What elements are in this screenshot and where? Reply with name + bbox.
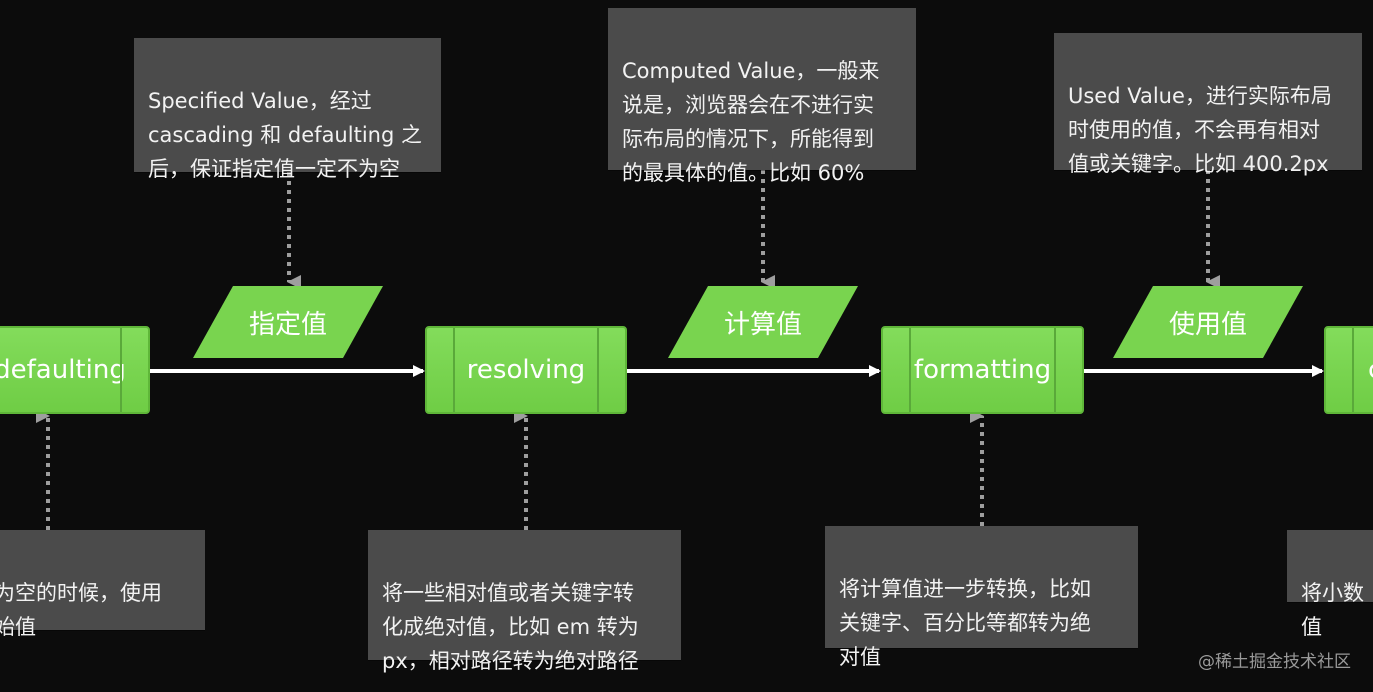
process-bar xyxy=(453,328,455,412)
process-next-partial-label: c xyxy=(1368,355,1373,385)
note-resolving: 将一些相对值或者关键字转 化成绝对值，比如 em 转为 px，相对路径转为绝对路… xyxy=(368,530,681,673)
process-defaulting: defaulting xyxy=(0,326,150,414)
process-bar xyxy=(1054,328,1056,412)
process-bar xyxy=(597,328,599,412)
process-bar xyxy=(1352,328,1354,412)
process-bar xyxy=(909,328,911,412)
process-formatting: formatting xyxy=(881,326,1084,414)
note-specified-text: Specified Value，经过 cascading 和 defaultin… xyxy=(148,89,422,181)
value-specified-label: 指定值 xyxy=(248,309,327,340)
process-bar xyxy=(120,328,122,412)
process-resolving: resolving xyxy=(425,326,627,414)
parallelogram-shape xyxy=(193,286,383,358)
value-computed: 计算值 xyxy=(668,286,858,358)
parallelogram-shape xyxy=(1113,286,1303,358)
note-used-value: Used Value，进行实际布局 时使用的值，不会再有相对 值或关键字。比如 … xyxy=(1054,33,1362,176)
note-next-partial-text: 将小数值 xyxy=(1301,581,1364,639)
process-next-partial: c xyxy=(1324,326,1373,414)
value-computed-label: 计算值 xyxy=(723,309,802,340)
note-defaulting: 为空的时候，使用 始值 xyxy=(0,530,205,639)
note-computed-text: Computed Value，一般来 说是，浏览器会在不进行实 际布局的情况下，… xyxy=(622,59,880,185)
value-used-label: 使用值 xyxy=(1168,309,1247,340)
note-resolving-text: 将一些相对值或者关键字转 化成绝对值，比如 em 转为 px，相对路径转为绝对路… xyxy=(382,581,639,673)
note-defaulting-text: 为空的时候，使用 始值 xyxy=(0,581,162,639)
note-computed-value: Computed Value，一般来 说是，浏览器会在不进行实 际布局的情况下，… xyxy=(608,8,916,185)
note-formatting-text: 将计算值进一步转换，比如 关键字、百分比等都转为绝 对值 xyxy=(839,577,1091,669)
process-defaulting-label: defaulting xyxy=(0,355,126,385)
note-specified-value: Specified Value，经过 cascading 和 defaultin… xyxy=(134,38,441,181)
value-used: 使用值 xyxy=(1113,286,1303,358)
process-formatting-label: formatting xyxy=(913,355,1052,385)
note-used-text: Used Value，进行实际布局 时使用的值，不会再有相对 值或关键字。比如 … xyxy=(1068,84,1332,176)
note-next-partial: 将小数值 xyxy=(1287,530,1373,639)
note-formatting: 将计算值进一步转换，比如 关键字、百分比等都转为绝 对值 xyxy=(825,526,1138,669)
parallelogram-shape xyxy=(668,286,858,358)
value-specified: 指定值 xyxy=(193,286,383,358)
process-resolving-label: resolving xyxy=(466,355,586,385)
watermark: @稀土掘金技术社区 xyxy=(1198,652,1351,672)
